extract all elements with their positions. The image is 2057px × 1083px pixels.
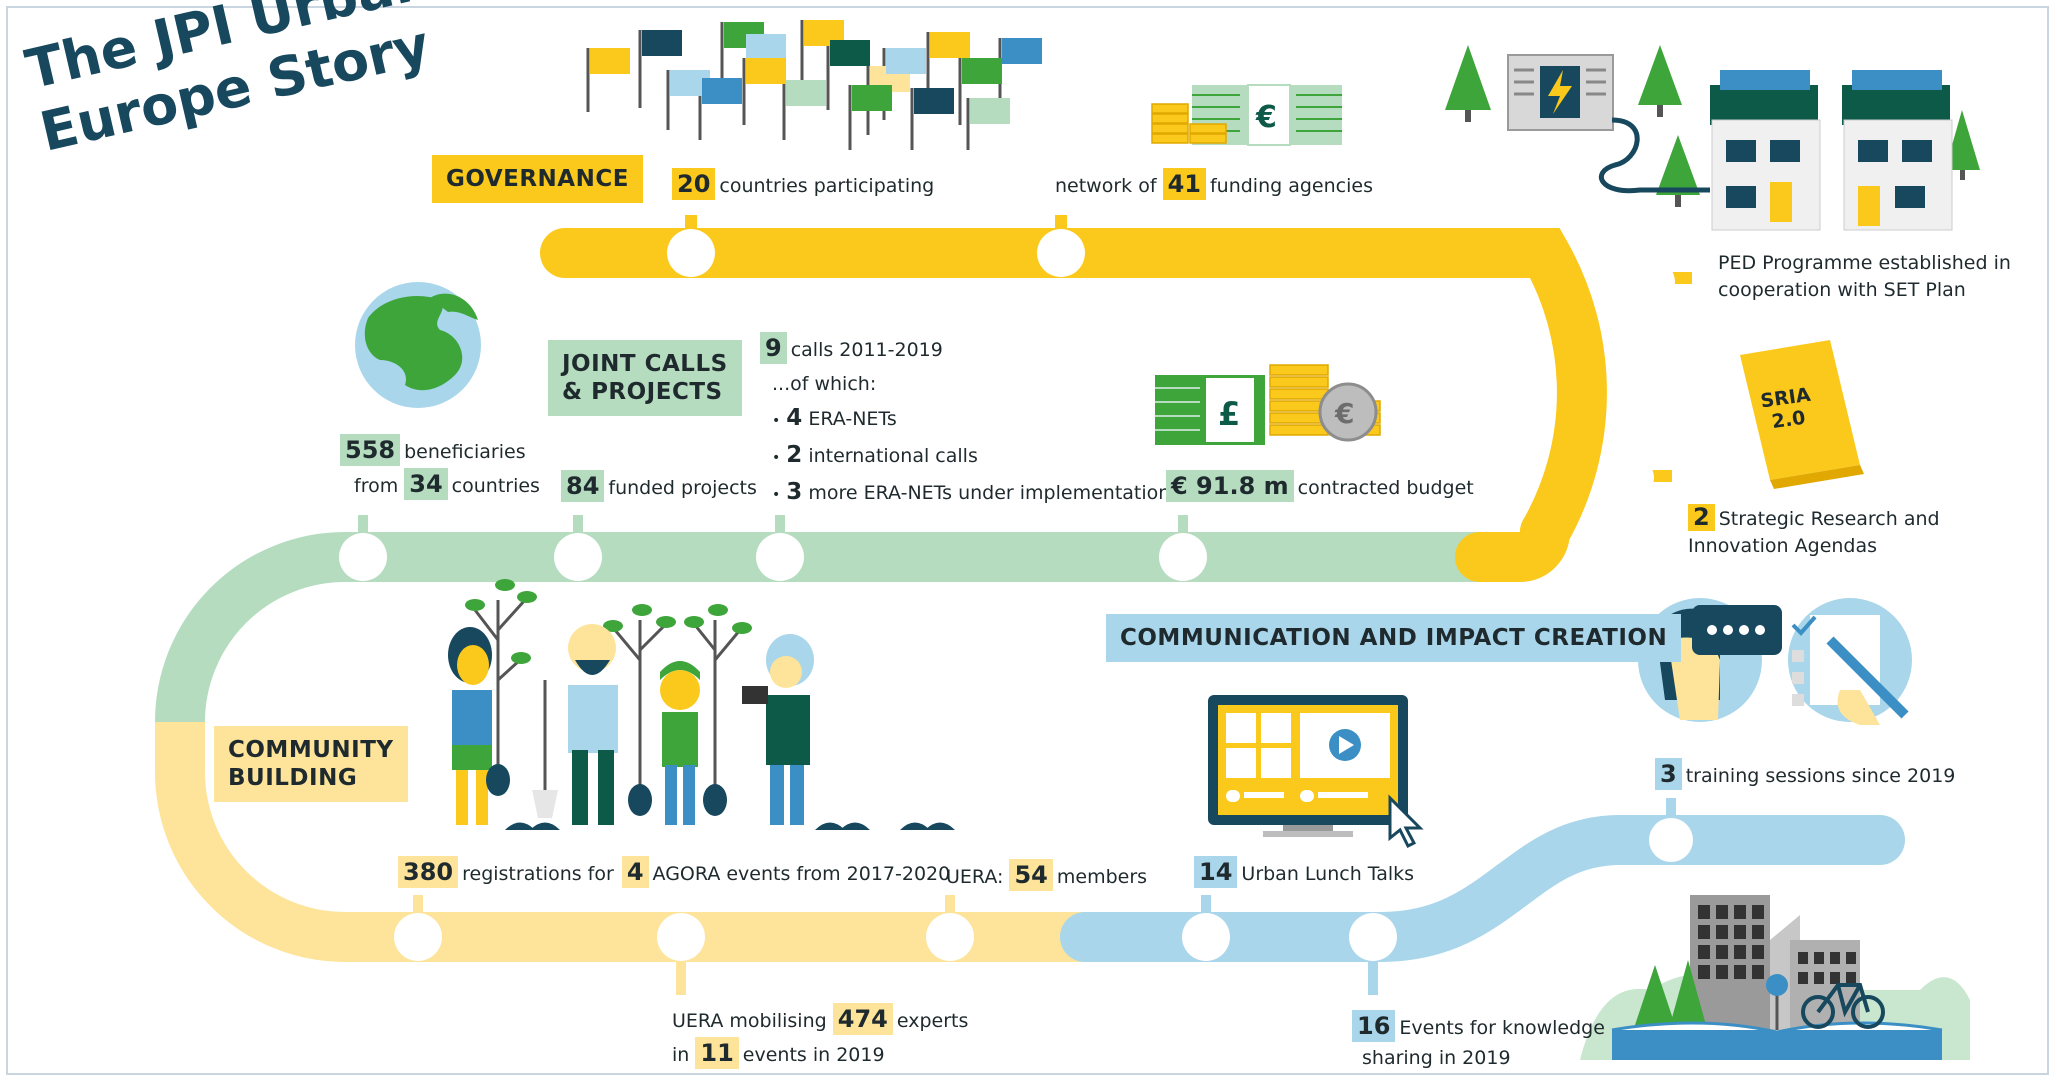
from-text: from <box>354 475 399 497</box>
of-which-text: ...of which: <box>772 373 877 395</box>
members-number: 54 <box>1009 859 1053 891</box>
in-text: in <box>672 1044 690 1066</box>
people-trees-icon <box>448 579 955 830</box>
training-text: training sessions since 2019 <box>1685 765 1956 787</box>
flags-icon <box>586 20 1042 150</box>
members-text: members <box>1056 866 1148 888</box>
uera-events-number: 11 <box>695 1037 739 1069</box>
eranets-text: ERA-NETs <box>808 408 897 430</box>
timeline-path-community <box>155 722 1085 962</box>
network-text: network of <box>1055 175 1157 197</box>
section-communication: COMMUNICATION AND IMPACT CREATION <box>1106 614 1682 662</box>
sria-line-2: Innovation Agendas <box>1688 535 1878 557</box>
section-joint-calls-line1: JOINT CALLS <box>562 351 728 377</box>
timeline-path-joint-calls <box>155 532 1485 723</box>
euro-symbol: € <box>1255 100 1277 135</box>
timeline-path-communication <box>1060 815 1905 962</box>
section-community-line1: COMMUNITY <box>228 737 394 763</box>
beneficiaries-number: 558 <box>340 434 401 466</box>
uera-text: UERA: <box>946 866 1004 888</box>
beneficiary-countries-number: 34 <box>404 468 448 500</box>
more-eranets-number: 3 <box>786 479 803 505</box>
talks-text: Urban Lunch Talks <box>1241 863 1415 885</box>
screen-video-icon <box>1208 695 1408 837</box>
countries-text: countries participating <box>719 175 935 197</box>
coins-icon: £ € <box>1155 364 1381 445</box>
bicycle-icon <box>1801 983 1885 1029</box>
power-panel-icon <box>1507 54 1710 194</box>
ped-line-1: PED Programme established in <box>1718 252 2011 274</box>
section-community-line2: BUILDING <box>228 765 358 791</box>
sria-line-1: Strategic Research and <box>1718 508 1940 530</box>
agencies-text: funding agencies <box>1209 175 1373 197</box>
calls-number: 9 <box>760 332 787 364</box>
eranets-number: 4 <box>786 405 803 431</box>
budget-number: € 91.8 m <box>1166 470 1294 502</box>
timeline-path-joint <box>1455 507 1570 582</box>
experts-number: 474 <box>832 1003 893 1035</box>
projects-number: 84 <box>561 470 605 502</box>
projects-text: funded projects <box>608 477 757 499</box>
training-number: 3 <box>1655 758 1682 790</box>
book-icon <box>1740 340 1864 489</box>
intl-number: 2 <box>786 442 803 468</box>
registrations-number: 380 <box>398 856 459 888</box>
milestone-dots <box>339 215 1693 995</box>
mobilising-text: UERA mobilising <box>672 1010 827 1032</box>
agencies-number: 41 <box>1162 168 1206 200</box>
ped-programme: PED Programme established in cooperation… <box>1718 250 2011 304</box>
pound-symbol: £ <box>1218 395 1240 433</box>
section-joint-calls: JOINT CALLS & PROJECTS <box>548 340 742 416</box>
section-joint-calls-line2: & PROJECTS <box>562 379 723 405</box>
calls-text: calls 2011-2019 <box>790 339 943 361</box>
trees-icon <box>1445 45 1980 207</box>
cursor-icon <box>1388 794 1424 849</box>
sria-book-label: SRIA 2.0 <box>1759 384 1815 435</box>
beneficiary-countries-text: countries <box>451 475 540 497</box>
timeline-path-governance <box>540 228 1607 557</box>
ped-line-2: cooperation with SET Plan <box>1718 279 1966 301</box>
money-stack-icon: € <box>1151 84 1342 146</box>
more-eranets-text: more ERA-NETs under implementation <box>808 482 1171 504</box>
houses-solar-icon <box>1710 70 1953 231</box>
countries-number: 20 <box>672 168 716 200</box>
registrations-text: registrations for <box>462 863 614 885</box>
agora-number: 4 <box>621 856 649 888</box>
training-people-icon <box>1638 598 1912 725</box>
budget-text: contracted budget <box>1297 477 1474 499</box>
beneficiaries-text: beneficiaries <box>404 441 526 463</box>
section-community: COMMUNITY BUILDING <box>214 726 408 802</box>
experts-text: experts <box>896 1010 969 1032</box>
coin-euro-symbol: € <box>1334 397 1354 430</box>
uera-events-text: events in 2019 <box>742 1044 885 1066</box>
knowledge-line-2: sharing in 2019 <box>1362 1047 1511 1069</box>
agora-text: AGORA events from 2017-2020 <box>652 863 951 885</box>
knowledge-line-1: Events for knowledge <box>1399 1017 1605 1039</box>
talks-number: 14 <box>1194 856 1238 888</box>
knowledge-number: 16 <box>1352 1010 1396 1042</box>
globe-icon <box>355 282 481 408</box>
city-book-icon <box>1580 895 1970 1060</box>
section-governance: GOVERNANCE <box>432 155 643 203</box>
intl-text: international calls <box>808 445 978 467</box>
sria-number: 2 <box>1688 504 1715 531</box>
